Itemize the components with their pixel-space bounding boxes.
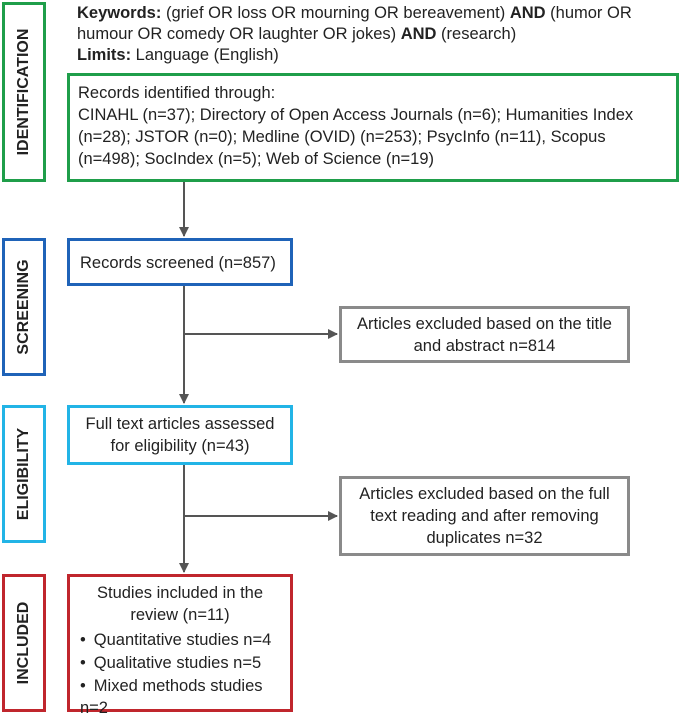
limits-value: Language (English) xyxy=(131,46,279,64)
records-screened-text: Records screened (n=857) xyxy=(80,254,276,272)
stage-screening: SCREENING xyxy=(2,238,46,376)
excluded-fulltext-text: Articles excluded based on the full text… xyxy=(359,485,610,547)
search-keywords: Keywords: (grief OR loss OR mourning OR … xyxy=(77,3,677,66)
studies-included-list: Quantitative studies n=4 Qualitative stu… xyxy=(76,629,284,719)
keywords-label: Keywords: xyxy=(77,4,162,22)
fulltext-assessed-box: Full text articles assessed for eligibil… xyxy=(67,405,293,465)
records-screened-box: Records screened (n=857) xyxy=(67,238,293,286)
fulltext-assessed-text: Full text articles assessed for eligibil… xyxy=(85,415,275,455)
stage-identification: IDENTIFICATION xyxy=(2,2,46,182)
stage-included: INCLUDED xyxy=(2,574,46,712)
excluded-title-abstract-text: Articles excluded based on the title and… xyxy=(357,315,612,355)
keywords-and1: AND xyxy=(509,4,546,22)
stage-eligibility: ELIGIBILITY xyxy=(2,405,46,543)
keywords-part2: (humor OR humour OR comedy OR laughter O… xyxy=(77,4,632,43)
records-identified-sources: CINAHL (n=37); Directory of Open Access … xyxy=(78,106,634,168)
list-item: Quantitative studies n=4 xyxy=(80,629,284,651)
limits-label: Limits: xyxy=(77,46,132,64)
records-identified-box: Records identified through: CINAHL (n=37… xyxy=(67,73,679,182)
list-item: Qualitative studies n=5 xyxy=(80,652,284,674)
keywords-and2: AND xyxy=(400,25,437,43)
excluded-title-abstract-box: Articles excluded based on the title and… xyxy=(339,306,630,363)
keywords-part1: (grief OR loss OR mourning OR bereavemen… xyxy=(161,4,510,22)
excluded-fulltext-box: Articles excluded based on the full text… xyxy=(339,476,630,556)
keywords-part3: (research) xyxy=(436,25,517,43)
records-identified-heading: Records identified through: xyxy=(78,84,276,102)
studies-included-box: Studies included in the review (n=11) Qu… xyxy=(67,574,293,717)
list-item: Mixed methods studies n=2 xyxy=(80,675,284,719)
studies-included-title: Studies included in the review (n=11) xyxy=(96,584,264,624)
